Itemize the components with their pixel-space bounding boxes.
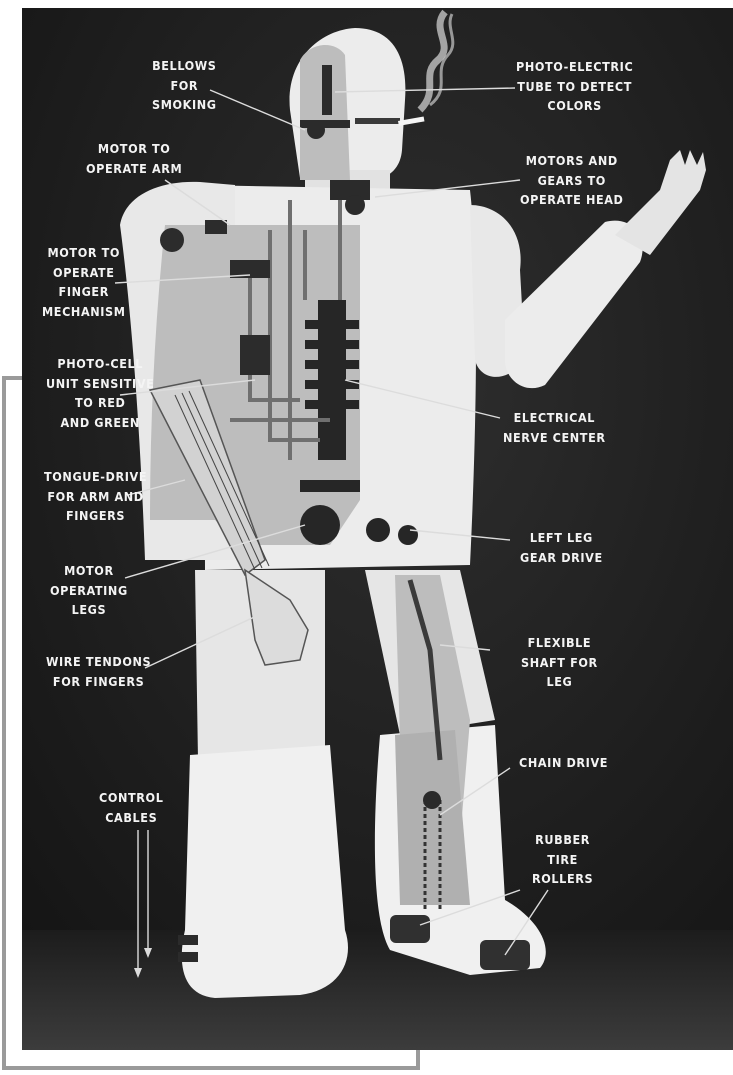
internal-hand <box>244 568 309 666</box>
nerve-center <box>305 300 359 460</box>
cable-arrowheads <box>134 948 152 978</box>
head-mechanism <box>300 65 400 215</box>
cable-plug <box>178 935 198 962</box>
cutaway-boot <box>395 730 470 905</box>
robot-boot-left <box>181 745 348 998</box>
leader-lines <box>114 87 549 975</box>
internal-pipes <box>230 200 342 460</box>
floor-shadow <box>22 930 733 1050</box>
cigarette <box>397 116 425 126</box>
chain-drive <box>423 800 442 910</box>
frame-line <box>2 376 420 1070</box>
label-chain-drive: CHAIN DRIVE <box>519 755 609 770</box>
arm-motors <box>160 220 270 375</box>
robot-forearm-raised <box>505 220 643 389</box>
wire-tendons <box>174 390 270 571</box>
chain-sprocket <box>423 791 441 809</box>
flexible-shaft <box>407 579 443 761</box>
robot-hand-raised <box>615 150 706 255</box>
smoke <box>417 9 448 113</box>
smoke-2 <box>429 13 455 107</box>
internal-arm <box>148 379 266 577</box>
